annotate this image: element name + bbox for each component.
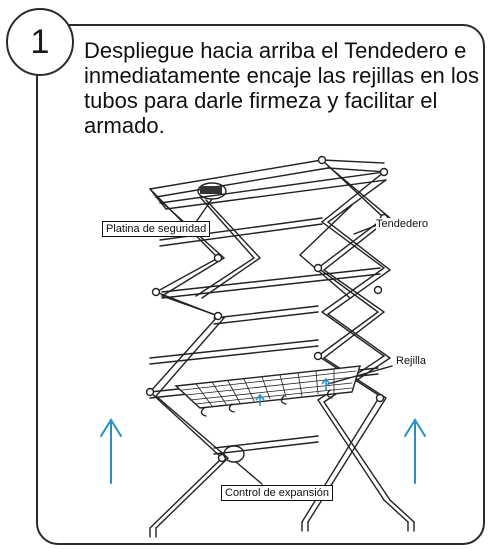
up-arrow-left-icon <box>100 418 122 484</box>
grid-leader <box>327 365 393 385</box>
rack-grid-shelf <box>174 365 361 417</box>
rack-joints <box>145 155 389 463</box>
expansion-control-marker <box>223 445 245 463</box>
safety-plate-label: Platina de seguridad <box>102 221 211 237</box>
grid-label: Rejilla <box>396 355 426 367</box>
expansion-control-leader <box>235 461 263 485</box>
grid-fit-arrows <box>255 377 331 406</box>
safety-plate-part <box>200 186 222 194</box>
step-instruction-text: Despliegue hacia arriba el Tendedero e i… <box>84 38 479 138</box>
step-number-badge: 1 <box>6 8 74 76</box>
rack-label: Tendedero <box>376 218 428 230</box>
rack-leader <box>353 223 381 235</box>
up-arrow-right-icon <box>404 418 426 484</box>
safety-plate-leader <box>195 198 213 223</box>
expansion-control-label: Control de expansión <box>221 485 333 501</box>
step-number: 1 <box>30 22 50 61</box>
